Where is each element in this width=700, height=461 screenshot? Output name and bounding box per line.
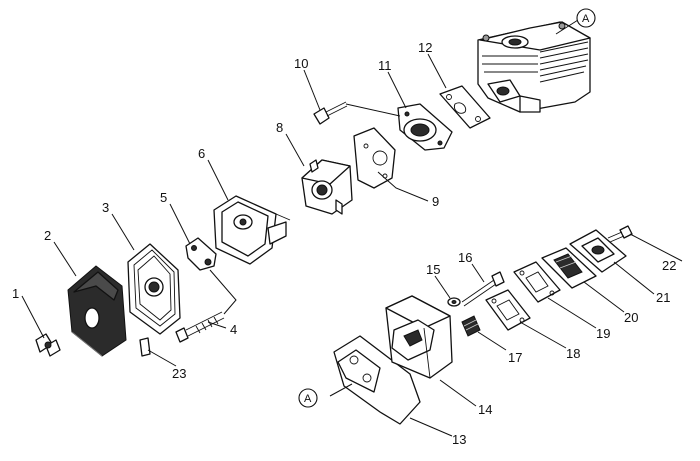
cylinder bbox=[477, 21, 591, 113]
exhaust-plate bbox=[569, 229, 627, 273]
callout-23: 23 bbox=[172, 366, 186, 381]
callout-17: 17 bbox=[508, 350, 522, 365]
callout-12: 12 bbox=[418, 40, 432, 55]
callout-16: 16 bbox=[458, 250, 472, 265]
callout-5: 5 bbox=[160, 190, 167, 205]
leader-lines bbox=[21, 19, 683, 437]
callout-10: 10 bbox=[294, 56, 308, 71]
callout-8: 8 bbox=[276, 120, 283, 135]
muffler-bolt bbox=[461, 271, 505, 307]
callout-15: 15 bbox=[426, 262, 440, 277]
muffler-baffle bbox=[541, 247, 597, 289]
callout-3: 3 bbox=[102, 200, 109, 215]
label-23 bbox=[139, 337, 151, 357]
washer bbox=[447, 297, 461, 307]
muffler-cover bbox=[329, 335, 421, 425]
reference-marker-top-label: A bbox=[582, 13, 590, 25]
spark-arrester-screen bbox=[461, 315, 481, 337]
bolt-10 bbox=[313, 101, 401, 125]
plate-bolt bbox=[607, 225, 633, 243]
reference-marker-top: A bbox=[576, 8, 596, 28]
callout-9: 9 bbox=[432, 194, 439, 209]
callout-11: 11 bbox=[378, 58, 392, 73]
intake-manifold bbox=[397, 103, 453, 151]
callout-18: 18 bbox=[566, 346, 580, 361]
callout-21: 21 bbox=[656, 290, 670, 305]
callout-22: 22 bbox=[662, 258, 676, 273]
muffler-gasket-18 bbox=[485, 289, 531, 331]
carburetor-gasket bbox=[353, 127, 396, 189]
reference-marker-bottom: A bbox=[298, 388, 318, 408]
air-filter-element bbox=[127, 243, 181, 335]
callout-2: 2 bbox=[44, 228, 51, 243]
callout-14: 14 bbox=[478, 402, 492, 417]
callout-1: 1 bbox=[12, 286, 19, 301]
wing-nut bbox=[35, 333, 61, 357]
intake-gasket bbox=[439, 85, 491, 129]
callout-4: 4 bbox=[230, 322, 237, 337]
callout-19: 19 bbox=[596, 326, 610, 341]
air-cleaner-base bbox=[213, 195, 291, 265]
callout-6: 6 bbox=[198, 146, 205, 161]
mounting-bracket bbox=[185, 237, 217, 271]
air-cleaner-cover bbox=[67, 265, 127, 357]
carburetor bbox=[301, 159, 353, 215]
callout-13: 13 bbox=[452, 432, 466, 447]
callout-20: 20 bbox=[624, 310, 638, 325]
muffler bbox=[385, 295, 453, 379]
callout-labels: 1 2 3 4 5 6 8 9 10 11 12 13 14 15 16 17 … bbox=[12, 40, 676, 447]
bolt-4 bbox=[175, 269, 237, 343]
reference-marker-bottom-label: A bbox=[304, 393, 312, 405]
muffler-gasket-19 bbox=[513, 261, 561, 303]
